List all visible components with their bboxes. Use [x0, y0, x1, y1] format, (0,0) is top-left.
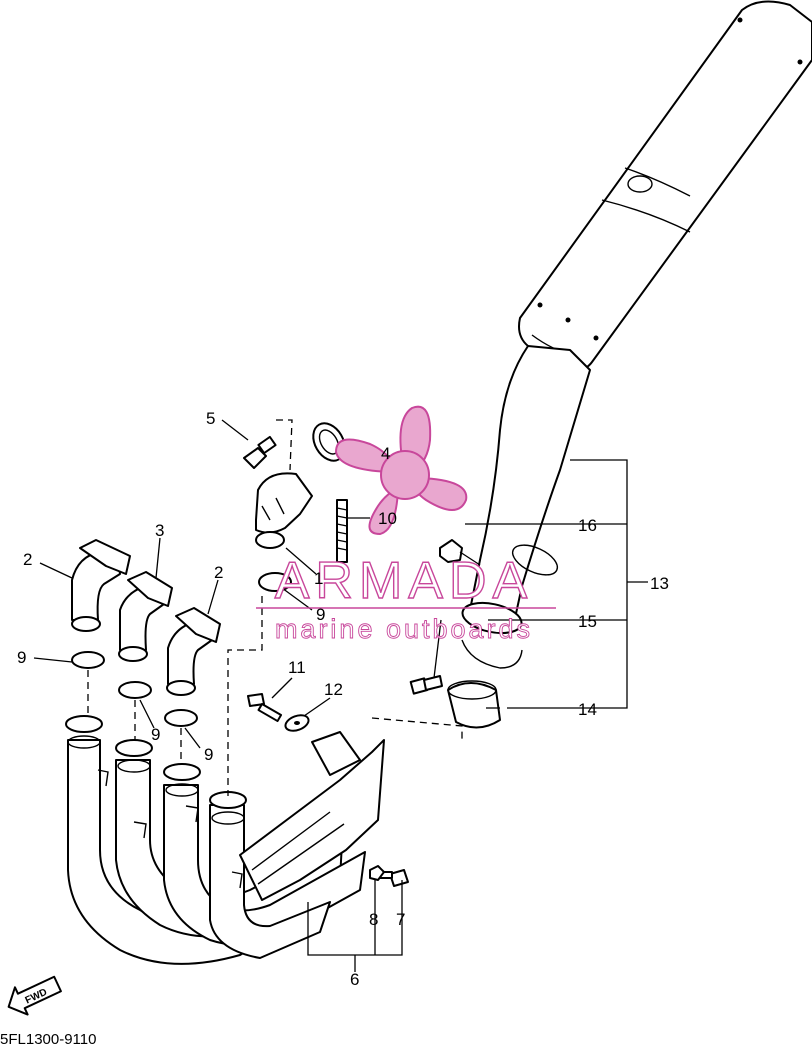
armada-watermark: ARMADA marine outboards — [256, 405, 556, 644]
drawing-code: 5FL1300-9110 — [0, 1031, 96, 1046]
muffler — [518, 0, 812, 372]
bracket-13 — [507, 459, 628, 709]
gasket-9-a — [71, 651, 105, 669]
assembly-guide-bolt — [276, 419, 293, 471]
nut-16 — [439, 539, 481, 566]
callout-1: 1 — [314, 569, 323, 588]
callout-2: 2 — [214, 563, 223, 582]
gasket-9-joint — [258, 572, 292, 592]
callout-10: 10 — [378, 509, 397, 528]
callout-4: 4 — [381, 444, 390, 463]
nut-8 — [369, 865, 385, 881]
assembly-guides — [87, 670, 182, 764]
stud-10 — [336, 499, 348, 563]
assembly-guide-joint — [227, 596, 263, 796]
callout-12: 12 — [324, 680, 343, 699]
exhaust-joint-2-right — [166, 607, 221, 696]
header-pipes — [65, 715, 385, 965]
callout-9: 9 — [151, 725, 160, 744]
assembly-guide-muffler — [371, 717, 463, 740]
callout-7: 7 — [396, 910, 405, 929]
fwd-arrow: FWD — [7, 975, 62, 1016]
watermark-brand: ARMADA — [275, 552, 533, 610]
gasket-9-b — [118, 681, 152, 699]
callouts: 1 2 2 3 4 5 6 7 8 9 9 9 9 10 11 12 13 14… — [17, 409, 669, 989]
callout-2: 2 — [23, 550, 32, 569]
link-pipe — [461, 345, 591, 669]
callout-13: 13 — [650, 574, 669, 593]
callout-11: 11 — [288, 658, 306, 677]
bolt-11 — [247, 693, 283, 723]
callout-14: 14 — [578, 700, 597, 719]
bolt-5 — [243, 435, 277, 469]
callout-16: 16 — [578, 516, 597, 535]
exhaust-joint-1 — [255, 472, 313, 549]
leader-lines — [33, 419, 500, 972]
bolt-15 — [409, 675, 443, 695]
callout-6: 6 — [350, 970, 359, 989]
gasket-14 — [447, 680, 501, 729]
callout-3: 3 — [155, 521, 164, 540]
callout-9: 9 — [316, 605, 325, 624]
watermark-tagline: marine outboards — [275, 614, 533, 644]
callout-8: 8 — [369, 910, 378, 929]
callout-9: 9 — [204, 745, 213, 764]
exhaust-joint-3 — [118, 571, 173, 662]
propeller-icon — [334, 405, 468, 536]
bolt-7 — [379, 869, 409, 887]
callout-9: 9 — [17, 648, 26, 667]
callout-15: 15 — [578, 612, 597, 631]
callout-5: 5 — [206, 409, 215, 428]
washer-12 — [284, 714, 310, 732]
gasket-9-c — [164, 709, 198, 727]
exhaust-joint-2-left — [71, 539, 131, 632]
